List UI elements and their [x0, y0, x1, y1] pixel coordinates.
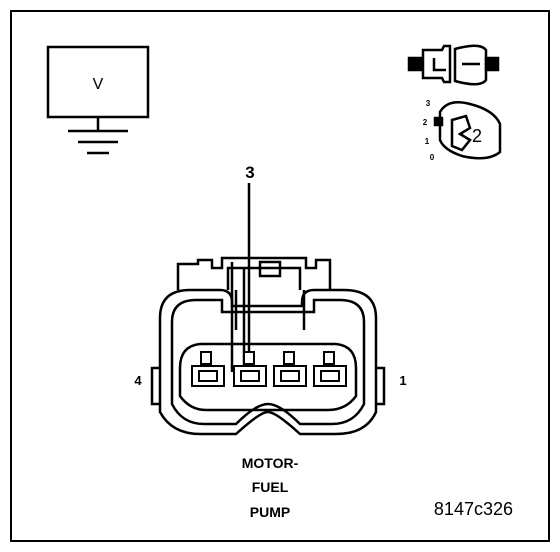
connector-terminals	[191, 351, 347, 387]
voltmeter-icon	[46, 45, 150, 155]
selector-position-3: 3	[426, 99, 431, 108]
component-name-line2: FUEL	[252, 479, 289, 495]
callout-pin-number: 3	[245, 163, 254, 182]
pin-label-right: 1	[399, 373, 406, 388]
selector-current-value: 2	[472, 126, 482, 146]
selector-position-1: 1	[425, 137, 430, 146]
figure-id: 8147c326	[434, 499, 513, 519]
component-name-line1: MOTOR-	[242, 455, 299, 471]
component-name-line3: PUMP	[250, 504, 290, 520]
connector-body	[150, 256, 386, 436]
diagram-frame	[10, 10, 550, 542]
selector-dial-icon	[433, 101, 502, 160]
probe-adapter-icon	[407, 44, 500, 86]
selector-position-0: 0	[430, 153, 435, 162]
pin-label-left: 4	[134, 373, 142, 388]
meter-display: V	[93, 76, 104, 93]
selector-position-2: 2	[423, 118, 428, 127]
